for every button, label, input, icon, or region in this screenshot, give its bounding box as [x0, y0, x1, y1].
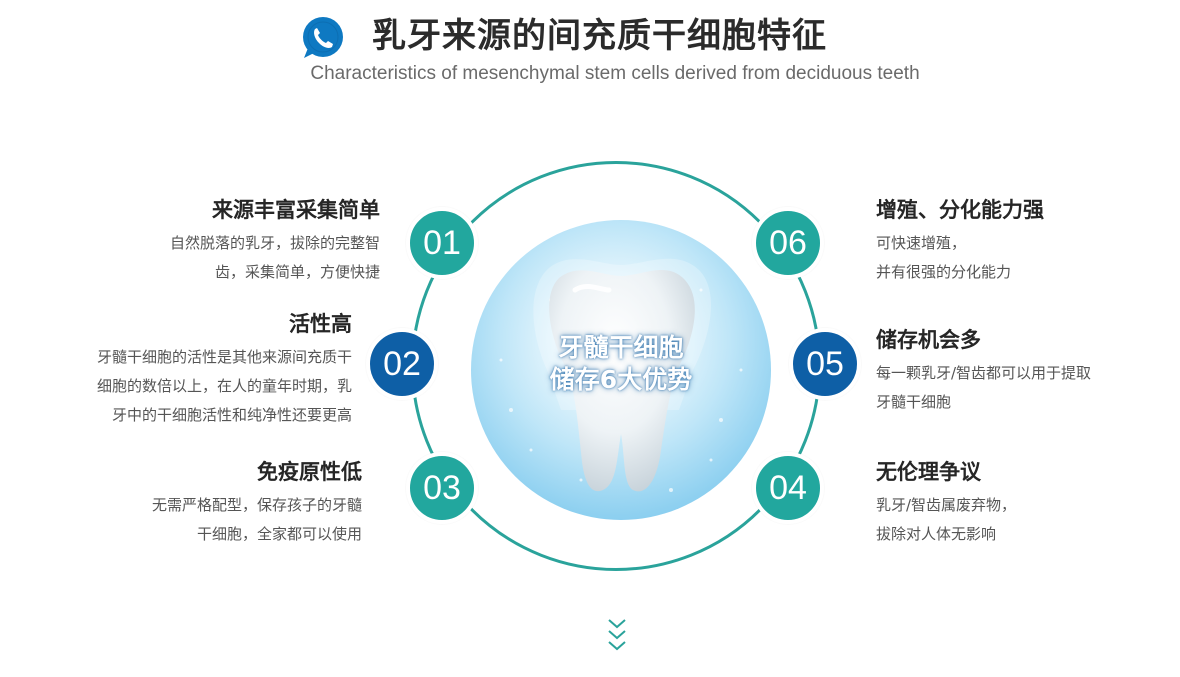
feature-04-desc-line: 拔除对人体无影响: [876, 525, 997, 543]
feature-01-desc: 自然脱落的乳牙，拔除的完整智 齿，采集简单，方便快捷: [100, 229, 380, 287]
page-title: 乳牙来源的间充质干细胞特征: [372, 16, 827, 56]
badge-04: 04: [752, 452, 824, 524]
feature-03-desc: 无需严格配型，保存孩子的牙髓 干细胞，全家都可以使用: [80, 491, 362, 549]
feature-05-desc-line: 牙髓干细胞: [876, 393, 952, 411]
center-caption: 牙髓干细胞 储存6大优势: [471, 332, 771, 396]
feature-04-desc: 乳牙/智齿属废弃物， 拔除对人体无影响: [876, 491, 1156, 549]
feature-01-title: 来源丰富采集简单: [212, 198, 380, 222]
feature-04-desc-line: 乳牙/智齿属废弃物，: [876, 496, 1017, 514]
feature-03-desc-line: 干细胞，全家都可以使用: [196, 525, 362, 543]
feature-03-desc-line: 无需严格配型，保存孩子的牙髓: [151, 496, 362, 514]
feature-03-title: 免疫原性低: [257, 460, 362, 484]
tooth-icon: [499, 258, 743, 492]
phone-bubble-icon: [303, 17, 343, 58]
badge-02: 02: [366, 328, 438, 400]
center-caption-line2: 储存6大优势: [549, 365, 693, 394]
feature-06-title: 增殖、分化能力强: [876, 198, 1044, 222]
feature-05-title: 储存机会多: [876, 328, 981, 352]
badge-06: 06: [752, 207, 824, 279]
feature-01-desc-line: 齿，采集简单，方便快捷: [214, 263, 380, 281]
center-caption-line1: 牙髓干细胞: [558, 333, 684, 362]
badge-05: 05: [789, 328, 861, 400]
badge-01: 01: [406, 207, 478, 279]
badge-03: 03: [406, 452, 478, 524]
feature-02-desc-line: 牙中的干细胞活性和纯净性还要更高: [111, 406, 352, 424]
feature-05-desc-line: 每一颗乳牙/智齿都可以用于提取: [876, 364, 1092, 382]
chevrons-down-icon[interactable]: [606, 616, 628, 656]
feature-02-title: 活性高: [289, 312, 352, 336]
feature-01-desc-line: 自然脱落的乳牙，拔除的完整智: [169, 234, 380, 252]
feature-02-desc: 牙髓干细胞的活性是其他来源间充质干 细胞的数倍以上，在人的童年时期，乳 牙中的干…: [20, 343, 352, 430]
feature-06-desc: 可快速增殖， 并有很强的分化能力: [876, 229, 1156, 287]
feature-05-desc: 每一颗乳牙/智齿都可以用于提取 牙髓干细胞: [876, 359, 1166, 417]
tooth-image: [471, 220, 771, 520]
page-subtitle: Characteristics of mesenchymal stem cell…: [310, 63, 920, 84]
feature-02-desc-line: 细胞的数倍以上，在人的童年时期，乳: [96, 377, 352, 395]
page-header: 乳牙来源的间充质干细胞特征 Characteristics of mesench…: [0, 0, 1180, 100]
feature-06-desc-line: 可快速增殖，: [876, 234, 967, 252]
feature-04-title: 无伦理争议: [876, 460, 981, 484]
feature-06-desc-line: 并有很强的分化能力: [876, 263, 1012, 281]
feature-02-desc-line: 牙髓干细胞的活性是其他来源间充质干: [96, 348, 352, 366]
